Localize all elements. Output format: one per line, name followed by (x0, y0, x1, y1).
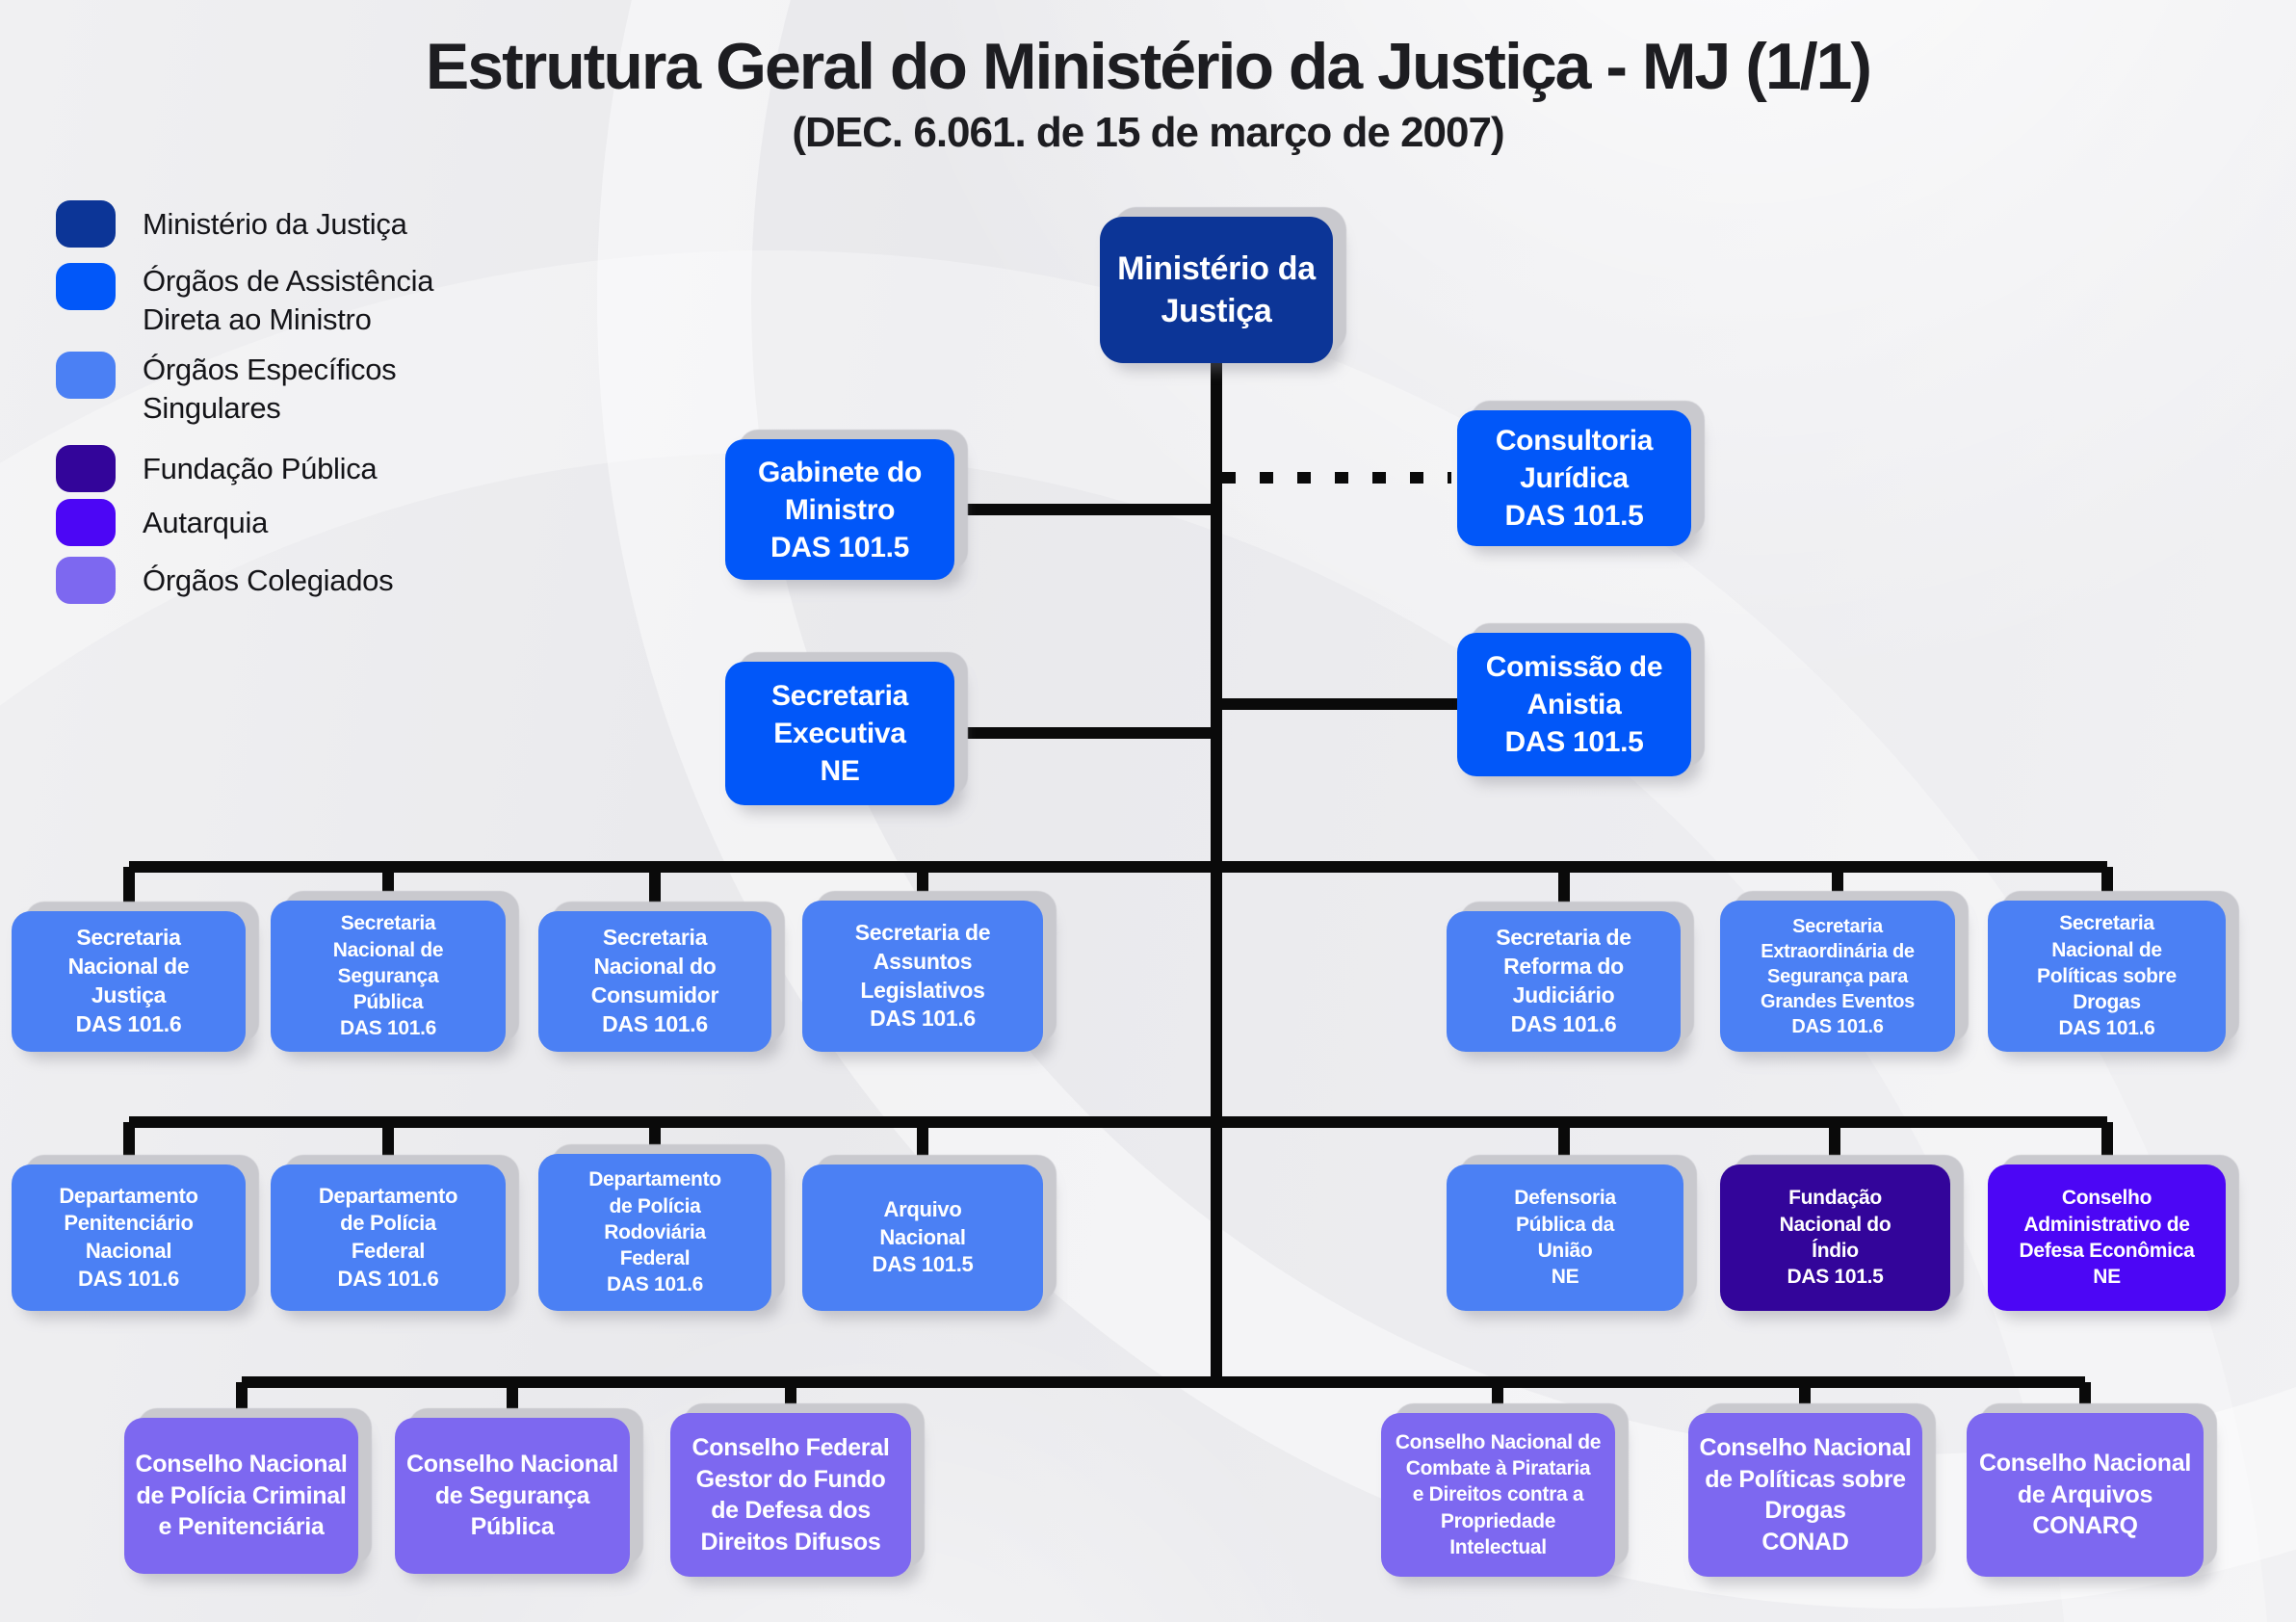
legend-item-autarquia: Autarquia (56, 499, 595, 546)
legend-item-fundacao: Fundação Pública (56, 445, 595, 492)
legend-swatch-colegiados (56, 557, 116, 604)
legend-swatch-autarquia (56, 499, 116, 546)
org-node-sec-reforma: Secretaria de Reforma do Judiciário DAS … (1447, 911, 1681, 1052)
org-node-ministerio: Ministério da Justiça (1100, 217, 1333, 363)
legend-item-assistencia: Órgãos de Assistência Direta ao Ministro (56, 263, 595, 339)
org-node-conad: Conselho Nacional de Políticas sobre Dro… (1688, 1413, 1922, 1577)
org-node-consultoria: Consultoria Jurídica DAS 101.5 (1457, 410, 1691, 546)
org-node-sec-extraordinaria: Secretaria Extraordinária de Segurança p… (1720, 901, 1955, 1052)
legend-label: Órgãos Colegiados (143, 562, 394, 597)
org-node-dep-policia-federal: Departamento de Polícia Federal DAS 101.… (271, 1164, 506, 1311)
legend-label: Órgãos de Assistência Direta ao Ministro (143, 264, 434, 336)
org-node-dep-rodoviaria: Departamento de Polícia Rodoviária Feder… (538, 1154, 771, 1311)
org-node-arquivo: Arquivo Nacional DAS 101.5 (802, 1164, 1043, 1311)
legend-item-colegiados: Órgãos Colegiados (56, 557, 595, 604)
org-node-dep-penitenciario: Departamento Penitenciário Nacional DAS … (12, 1164, 246, 1311)
legend-swatch-assistencia (56, 263, 116, 310)
org-node-gabinete: Gabinete do Ministro DAS 101.5 (725, 439, 954, 580)
page-title: Estrutura Geral do Ministério da Justiça… (425, 30, 1872, 103)
org-node-cncp: Conselho Nacional de Combate à Pirataria… (1381, 1413, 1615, 1577)
legend-label: Fundação Pública (143, 451, 378, 485)
org-node-funai: Fundação Nacional do Índio DAS 101.5 (1720, 1164, 1950, 1311)
org-node-sec-drogas: Secretaria Nacional de Políticas sobre D… (1988, 901, 2226, 1052)
org-node-cade: Conselho Administrativo de Defesa Econôm… (1988, 1164, 2226, 1311)
org-node-sec-consumidor: Secretaria Nacional do Consumidor DAS 10… (538, 911, 771, 1052)
org-node-sec-seguranca: Secretaria Nacional de Segurança Pública… (271, 901, 506, 1052)
org-node-executiva: Secretaria Executiva NE (725, 662, 954, 805)
legend-item-ministerio: Ministério da Justiça (56, 200, 595, 248)
org-node-cfdd: Conselho Federal Gestor do Fundo de Defe… (670, 1413, 911, 1577)
chart-header: Estrutura Geral do Ministério da Justiça… (0, 30, 2296, 157)
org-node-cnpcp: Conselho Nacional de Polícia Criminal e … (124, 1418, 358, 1574)
legend-swatch-especificos (56, 352, 116, 399)
legend-swatch-fundacao (56, 445, 116, 492)
org-node-conarq: Conselho Nacional de Arquivos CONARQ (1967, 1413, 2204, 1577)
legend-label: Ministério da Justiça (143, 206, 407, 241)
org-node-anistia: Comissão de Anistia DAS 101.5 (1457, 633, 1691, 776)
org-node-sec-assuntos: Secretaria de Assuntos Legislativos DAS … (802, 901, 1043, 1052)
legend-swatch-ministerio (56, 200, 116, 248)
page-subtitle: (DEC. 6.061. de 15 de março de 2007) (792, 109, 1504, 157)
legend-label: Autarquia (143, 505, 269, 539)
org-node-sec-justica: Secretaria Nacional de Justiça DAS 101.6 (12, 911, 246, 1052)
legend-label: Órgãos Específicos Singulares (143, 353, 397, 425)
org-node-conasp: Conselho Nacional de Segurança Pública (395, 1418, 630, 1574)
legend-item-especificos: Órgãos Específicos Singulares (56, 352, 595, 428)
org-node-defensoria: Defensoria Pública da União NE (1447, 1164, 1683, 1311)
